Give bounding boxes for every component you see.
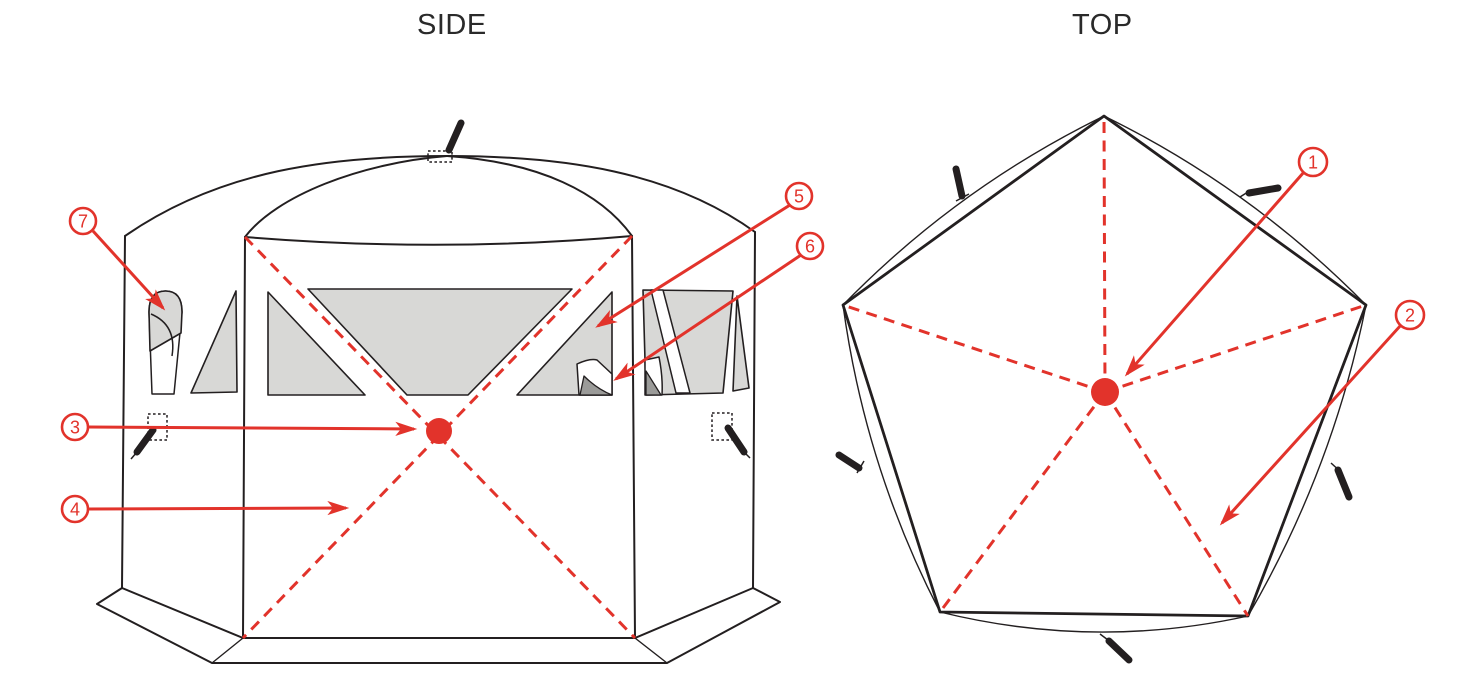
bottom-handle-tick [1099,633,1113,644]
roof-seam-left [244,155,448,238]
top-view-title: TOP [1072,9,1133,41]
callout-1-circle [1297,146,1329,178]
right-pull-handle-icon [1334,466,1353,501]
callout-3-number: 3 [70,418,80,438]
skirt-fold-left [211,637,244,664]
top-right-handle-tick [1239,189,1252,198]
left-handle-tick [856,460,865,474]
roof-seam-right [446,155,633,237]
skirt-fold-right [634,637,668,664]
canopy-fabric-edge [842,115,1367,633]
callout-7-arrow [91,229,166,311]
left-panel-seam [242,236,246,639]
left-pull-handle-icon [835,451,863,472]
right-panel-windows [642,289,750,396]
left-outer-edge [121,235,126,589]
callout-1-arrow [1124,171,1306,377]
left-triangle-window [190,290,238,394]
callout-1-number: 1 [1308,153,1318,173]
right-window-flap-underside [645,370,662,396]
callout-5: 5 [595,181,814,328]
right-sliver-window [732,295,750,392]
roof-outer-arc [124,155,756,237]
fabric-edge-right [1247,304,1367,617]
callout-6: 6 [613,231,825,381]
callout-2: 2 [1219,299,1426,526]
bottom-pull-handle-icon [1105,637,1133,664]
callout-6-circle [795,231,825,261]
edge-pull-handles [835,165,1353,664]
callout-4-number: 4 [70,500,80,520]
apex-pull-handle-icon [445,119,465,154]
radius-right [1104,303,1367,394]
callout-4-arrow [87,500,350,516]
callout-5-circle [784,181,814,211]
fabric-edge-top-left [842,115,1105,306]
top-right-pull-handle-icon [1245,184,1282,197]
callout-6-arrow [613,253,802,381]
tent-outline [96,155,781,664]
top-left-pull-handle-icon [952,165,966,200]
top-view-drawing: 1 2 [835,114,1426,664]
center-hub-dot [1091,378,1119,406]
callout-4: 4 [60,494,350,524]
callout-7: 7 [68,206,166,311]
callout-7-circle [68,206,98,236]
side-view-drawing: 7 3 4 5 6 [60,119,825,664]
fabric-edge-top-right [1103,115,1367,306]
callout-3-circle [60,412,90,442]
radius-left [842,303,1106,394]
right-panel-seam [631,235,636,639]
front-center-trapezoid-window [307,288,573,396]
radius-bottom-left [938,391,1107,613]
apex-attachment-patch [427,150,453,163]
fabric-edge-left [842,304,941,613]
front-left-triangle-window [267,291,366,396]
callout-1: 1 [1124,146,1329,377]
door-arch-fold-line [150,313,174,357]
right-pull-handle-icon [724,424,748,456]
window-corner-flap-underside [579,375,613,396]
side-view-title: SIDE [417,9,487,41]
callout-5-number: 5 [794,187,804,207]
fabric-edge-bottom [939,611,1249,633]
left-pull-handle-tip [130,451,138,460]
callout-2-circle [1394,299,1426,331]
wall-bottom-edge [121,587,754,639]
callout-4-circle [60,494,90,524]
scissor-frame-dashed-lines [241,234,637,640]
front-panel-top-edge [244,235,633,246]
right-outer-edge [752,231,756,589]
right-handle-tick [1330,462,1343,474]
radius-bottom-right [1103,391,1250,617]
front-panel-windows [267,288,613,396]
callout-3-arrow [87,421,418,437]
callout-2-arrow [1219,323,1403,526]
callout-7-number: 7 [78,212,88,232]
radius-top [1102,115,1107,393]
frame-pentagon [841,114,1368,618]
callout-6-number: 6 [805,237,815,257]
callout-2-number: 2 [1405,306,1415,326]
radial-frame-dashed-lines [842,115,1367,617]
right-pull-handle-tip [743,451,751,459]
top-left-handle-tick [955,193,970,202]
callout-3: 3 [60,412,418,442]
center-hub-dot [426,418,452,444]
left-pull-handle-icon [133,426,157,456]
right-attachment-patch [711,412,733,441]
ground-skirt [96,587,781,664]
callout-5-arrow [595,203,791,328]
